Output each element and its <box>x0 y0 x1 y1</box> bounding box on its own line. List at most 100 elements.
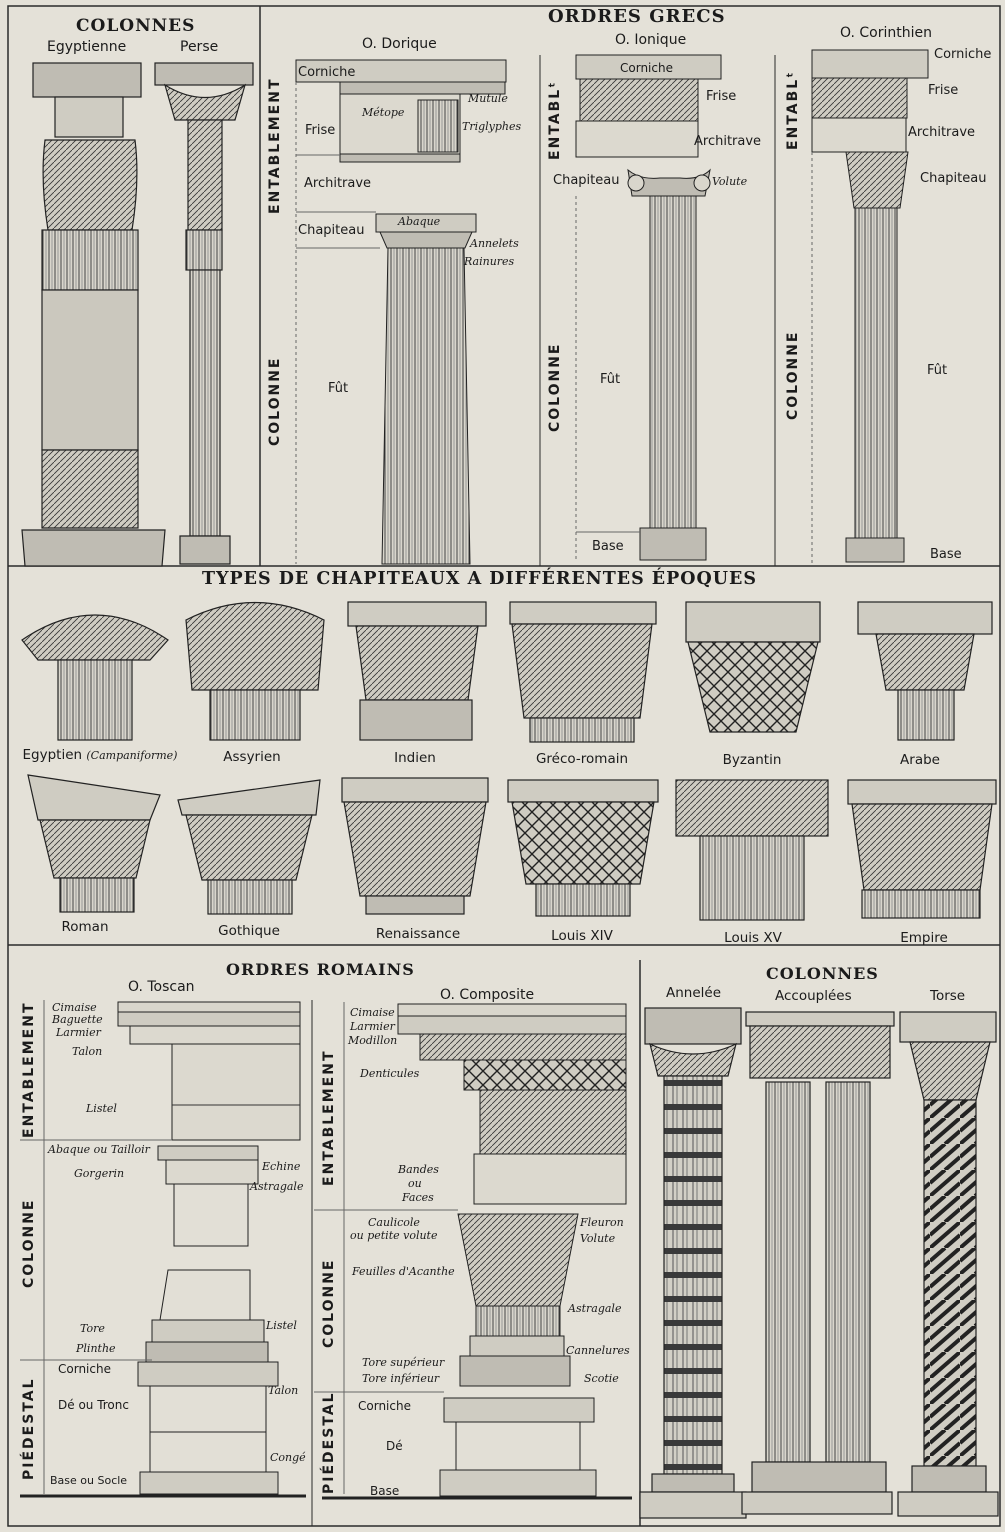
composite-denticules-label: Denticules <box>360 1067 420 1080</box>
composite-cimaise-label: Cimaise <box>350 1006 395 1019</box>
capital-louis-xv-label: Louis XV <box>724 930 782 946</box>
capital-gothique-label: Gothique <box>218 923 280 939</box>
composite-title: O. Composite <box>440 987 535 1003</box>
ionique-fut-label: Fût <box>600 372 621 387</box>
chapiteaux-title: TYPES DE CHAPITEAUX A DIFFÉRENTES ÉPOQUE… <box>202 569 758 589</box>
toscan-echine-label: Echine <box>262 1160 301 1173</box>
corinthien-corniche-label: Corniche <box>934 47 992 62</box>
toscan-astragale-label: Astragale <box>250 1180 304 1193</box>
dorique-chapiteau-label: Chapiteau <box>298 223 365 238</box>
composite-cannelures-label: Cannelures <box>566 1344 630 1357</box>
corinthien-frise-label: Frise <box>928 83 959 98</box>
dorique-abaque-label: Abaque <box>398 215 441 228</box>
torse-label: Torse <box>930 988 966 1004</box>
toscan-title: O. Toscan <box>128 979 195 995</box>
egyptienne-label: Egyptienne <box>47 39 127 55</box>
composite-feuilles-label: Feuilles d'Acanthe <box>352 1265 455 1278</box>
capital-egyptien-note: (Campaniforme) <box>86 749 178 762</box>
dorique-frise-label: Frise <box>305 123 336 138</box>
corinthien-chapiteau-label: Chapiteau <box>920 171 987 186</box>
capital-egyptien-label: Egyptien <box>22 747 83 763</box>
capitals-row-1-drawings <box>21 601 993 743</box>
perse-label: Perse <box>180 39 219 55</box>
composite-de-label: Dé <box>386 1439 403 1453</box>
ordres-grecs-title: ORDRES GRECS <box>548 6 726 27</box>
dorique-colonne-label: COLONNE <box>267 356 283 447</box>
capital-arabe-label: Arabe <box>900 752 940 768</box>
toscan-piedestal-label: PIÉDESTAL <box>21 1377 37 1480</box>
capitals-row-2-drawings <box>27 774 997 921</box>
corinthien-fut-label: Fût <box>927 363 948 378</box>
capital-louis-xiv-label: Louis XIV <box>551 928 613 944</box>
corinthien-base-label: Base <box>930 547 962 562</box>
dorique-rainures-label: Rainures <box>464 255 515 268</box>
ionique-corniche-label: Corniche <box>620 61 673 75</box>
dorique-triglyphes-label: Triglyphes <box>462 120 522 133</box>
dorique-annelets-label: Annelets <box>470 237 519 250</box>
ionic-order-drawing <box>575 54 722 562</box>
ionique-architrave-label: Architrave <box>694 134 762 149</box>
composite-modillon-label: Modillon <box>348 1034 398 1047</box>
composite-piedestal-label: PIÉDESTAL <box>321 1391 337 1494</box>
colonnes-bottom-title: COLONNES <box>766 964 879 983</box>
composite-tore-superieur-label: Tore supérieur <box>362 1356 445 1369</box>
composite-tore-inferieur-label: Tore inférieur <box>362 1372 440 1385</box>
composite-colonne-label: COLONNE <box>321 1258 337 1349</box>
toscan-corniche-label: Corniche <box>58 1362 111 1376</box>
dorique-corniche-label: Corniche <box>298 65 356 80</box>
toscan-tore-label: Tore <box>80 1322 105 1335</box>
ionique-entablement-label: ENTABLᵗ <box>547 80 563 160</box>
corinthian-order-drawing <box>811 49 929 564</box>
toscan-talon-label: Talon <box>72 1045 103 1058</box>
annelee-label: Annelée <box>666 985 722 1001</box>
dorique-architrave-label: Architrave <box>304 176 372 191</box>
ionique-frise-label: Frise <box>706 89 737 104</box>
composite-entablement-label: ENTABLEMENT <box>321 1049 337 1187</box>
toscan-de-label: Dé ou Tronc <box>58 1398 129 1412</box>
doric-order-drawing <box>295 59 507 565</box>
ionique-base-label: Base <box>592 539 624 554</box>
toscan-listel2-label: Listel <box>266 1319 297 1332</box>
dorique-title: O. Dorique <box>362 36 437 52</box>
composite-bandes-label-2: ou <box>408 1177 422 1190</box>
capital-greco-romain-label: Gréco-romain <box>535 751 629 767</box>
corinthien-colonne-label: COLONNE <box>785 330 801 421</box>
capital-empire-label: Empire <box>900 930 948 946</box>
toscan-listel-label: Listel <box>86 1102 117 1115</box>
corinthien-entablement-label: ENTABLᵗ <box>785 70 801 150</box>
capital-renaissance-label: Renaissance <box>375 926 461 942</box>
toscan-base-label: Base ou Socle <box>50 1474 128 1487</box>
tuscan-order-drawing <box>20 1000 306 1498</box>
dorique-entablement-label: ENTABLEMENT <box>267 77 283 215</box>
ionique-colonne-label: COLONNE <box>547 342 563 433</box>
egyptian-column-drawing <box>21 62 166 567</box>
composite-volute-label: Volute <box>580 1232 616 1245</box>
composite-astragale-label: Astragale <box>568 1302 622 1315</box>
composite-caulicole-label-1: Caulicole <box>368 1216 420 1229</box>
composite-order-drawing <box>314 1002 632 1500</box>
dorique-mutule-label: Mutule <box>468 92 508 105</box>
accouplees-label: Accouplées <box>775 988 852 1004</box>
toscan-larmier-label: Larmier <box>56 1026 101 1039</box>
torse-column-drawing <box>897 1011 999 1517</box>
ordres-romains-title: ORDRES ROMAINS <box>226 960 415 979</box>
composite-fleuron-label: Fleuron <box>580 1216 624 1229</box>
composite-corniche-label: Corniche <box>358 1399 411 1413</box>
toscan-gorgerin-label: Gorgerin <box>74 1167 125 1180</box>
dorique-metope-label: Métope <box>362 106 405 119</box>
composite-scotie-label: Scotie <box>584 1372 619 1385</box>
accouplees-column-drawing <box>741 1011 895 1515</box>
corinthien-title: O. Corinthien <box>840 25 932 41</box>
composite-base-label: Base <box>370 1484 400 1498</box>
composite-bandes-label-1: Bandes <box>398 1163 439 1176</box>
toscan-baguette-label: Baguette <box>52 1013 103 1026</box>
dorique-fut-label: Fût <box>328 381 349 396</box>
ionique-chapiteau-label: Chapiteau <box>553 173 620 188</box>
capital-assyrien-label: Assyrien <box>223 749 281 765</box>
capital-indien-label: Indien <box>394 750 436 766</box>
capital-roman-label: Roman <box>61 919 109 935</box>
annelee-column-drawing <box>639 1007 747 1519</box>
toscan-colonne-label: COLONNE <box>21 1198 37 1289</box>
toscan-abaque-label: Abaque ou Tailloir <box>48 1143 150 1156</box>
